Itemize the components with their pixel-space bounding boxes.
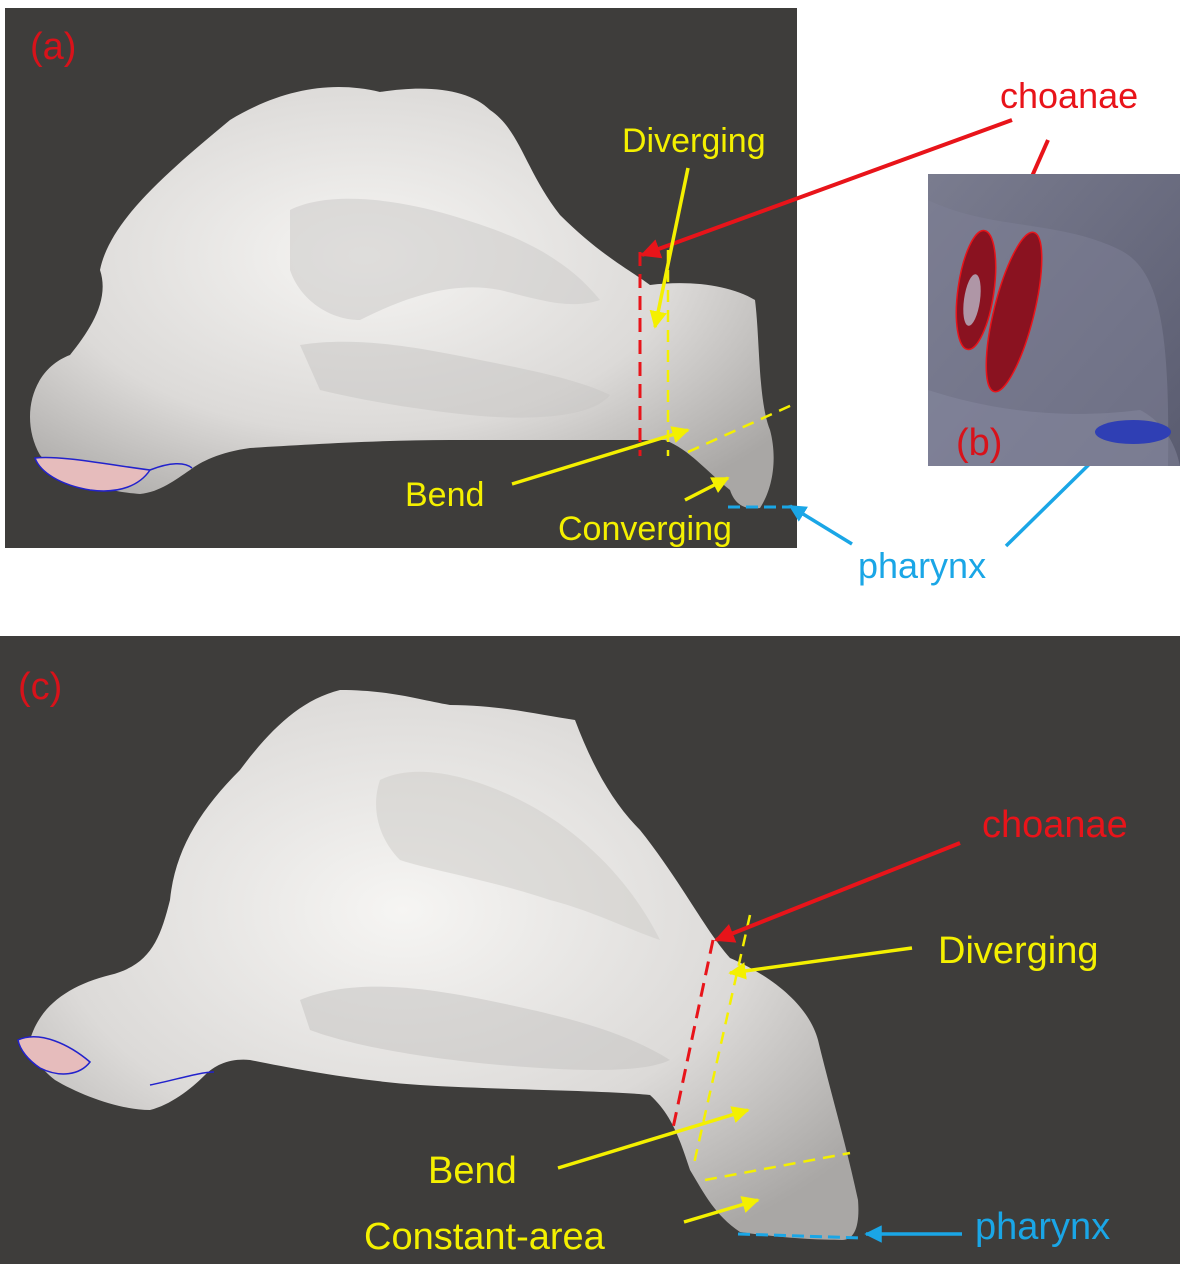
label-choanae-c: choanae <box>982 806 1128 844</box>
label-pharynx-a: pharynx <box>858 548 986 584</box>
label-constant-area-c: Constant-area <box>364 1218 605 1256</box>
label-pharynx-c: pharynx <box>975 1208 1110 1246</box>
label-diverging-a: Diverging <box>622 124 766 158</box>
panel-label-c: (c) <box>18 668 62 706</box>
panel-label-a: (a) <box>30 28 76 66</box>
label-converging-a: Converging <box>558 512 732 546</box>
label-bend-a: Bend <box>405 478 484 512</box>
label-choanae-a: choanae <box>1000 78 1138 114</box>
label-diverging-c: Diverging <box>938 932 1099 970</box>
label-bend-c: Bend <box>428 1152 517 1190</box>
panel-a-viewport <box>5 8 797 548</box>
panel-label-b: (b) <box>956 424 1002 462</box>
pharynx-arrow-a <box>790 506 852 544</box>
